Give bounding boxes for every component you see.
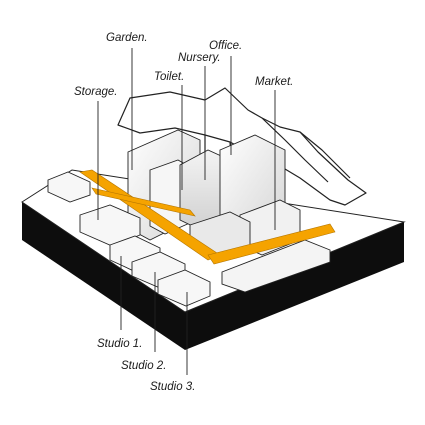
label-studio-2: Studio 2. [121,360,167,372]
label-garden: Garden. [106,32,148,44]
path-ramp-right [207,223,336,265]
label-nursery: Nursery. [178,52,221,64]
storage-block [79,204,141,247]
left-small-volume [47,171,91,203]
base-left-side [22,202,185,350]
label-storage: Storage. [74,86,118,98]
label-market: Market. [255,76,294,88]
path-spine-upper [91,187,196,217]
label-studio-3: Studio 3. [150,381,196,393]
circulation-path [79,169,336,265]
label-office: Office. [209,40,243,52]
label-studio-1: Studio 1. [97,338,143,350]
leader-lines [97,48,276,375]
studio-blocks [47,171,211,307]
studio-3-block [157,269,211,307]
label-toilet: Toilet. [154,71,185,83]
base-right-side [185,222,404,350]
